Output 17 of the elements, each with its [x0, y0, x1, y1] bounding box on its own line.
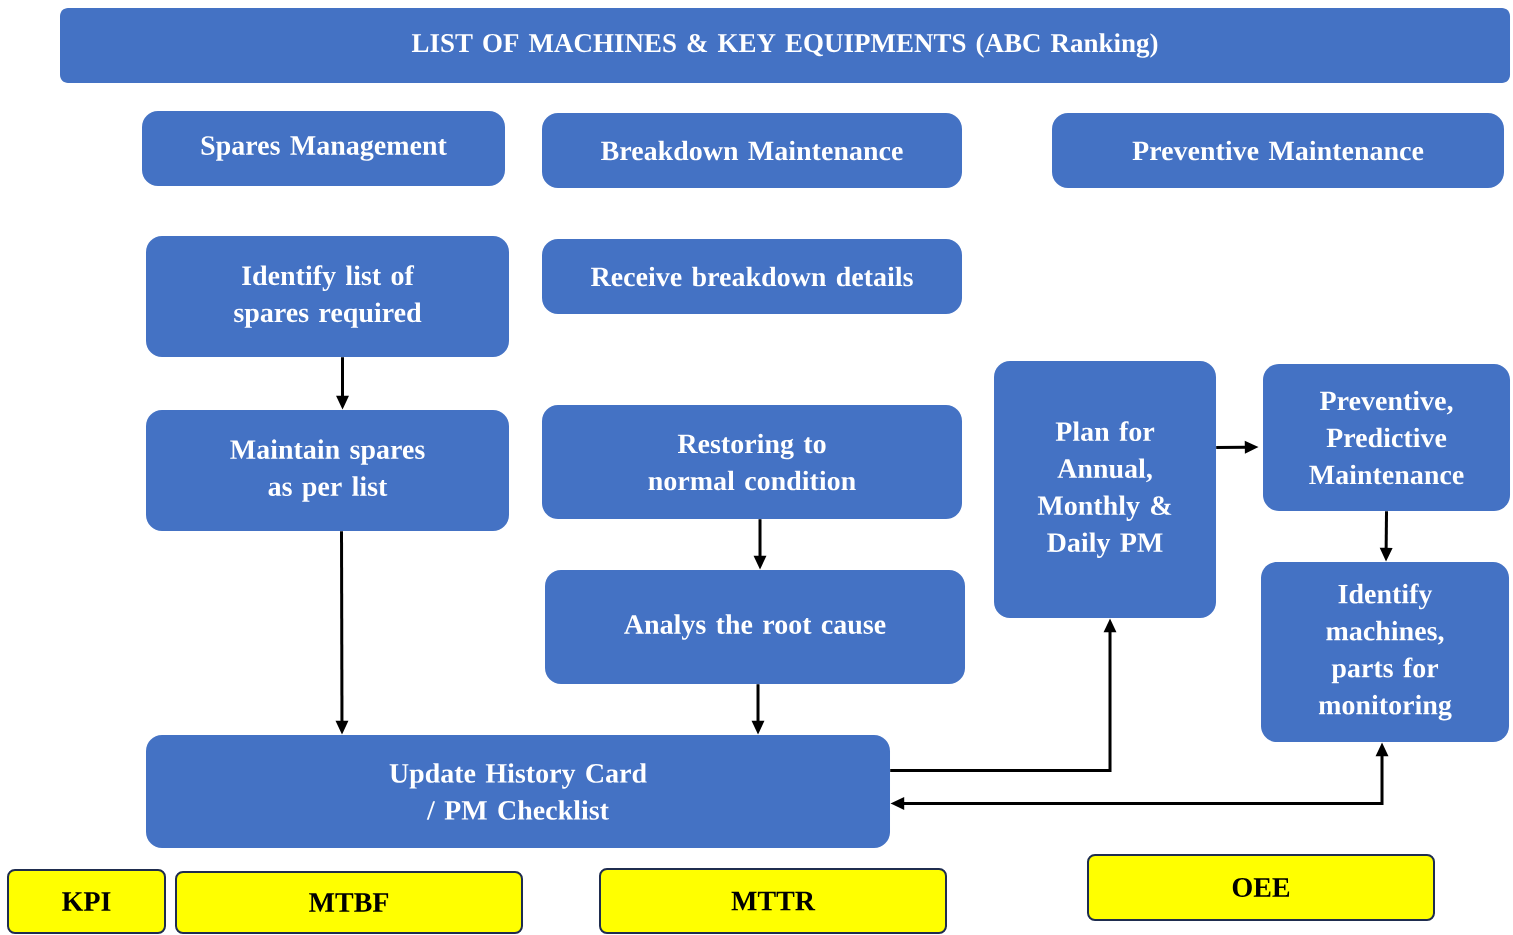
process-box: Identify machines, parts for monitoring: [1261, 562, 1509, 742]
process-box: Preventive Maintenance: [1052, 113, 1504, 188]
banner-box: LIST OF MACHINES & KEY EQUIPMENTS (ABC Ranking): [60, 8, 1510, 83]
process-box: Preventive, Predictive Maintenance: [1263, 364, 1510, 511]
metric-box: MTTR: [599, 868, 947, 934]
process-box: Update History Card / PM Checklist: [146, 735, 890, 848]
process-box: Analys the root cause: [545, 570, 965, 684]
process-box: Spares Management: [142, 111, 505, 186]
process-box: Plan for Annual, Monthly & Daily PM: [994, 361, 1216, 618]
process-box: Receive breakdown details: [542, 239, 962, 314]
metric-box: OEE: [1087, 854, 1435, 921]
process-box: Breakdown Maintenance: [542, 113, 962, 188]
metric-box: KPI: [7, 869, 166, 934]
metric-box: MTBF: [175, 871, 523, 934]
process-box: Maintain spares as per list: [146, 410, 509, 531]
process-box: Identify list of spares required: [146, 236, 509, 357]
process-box: Restoring to normal condition: [542, 405, 962, 519]
